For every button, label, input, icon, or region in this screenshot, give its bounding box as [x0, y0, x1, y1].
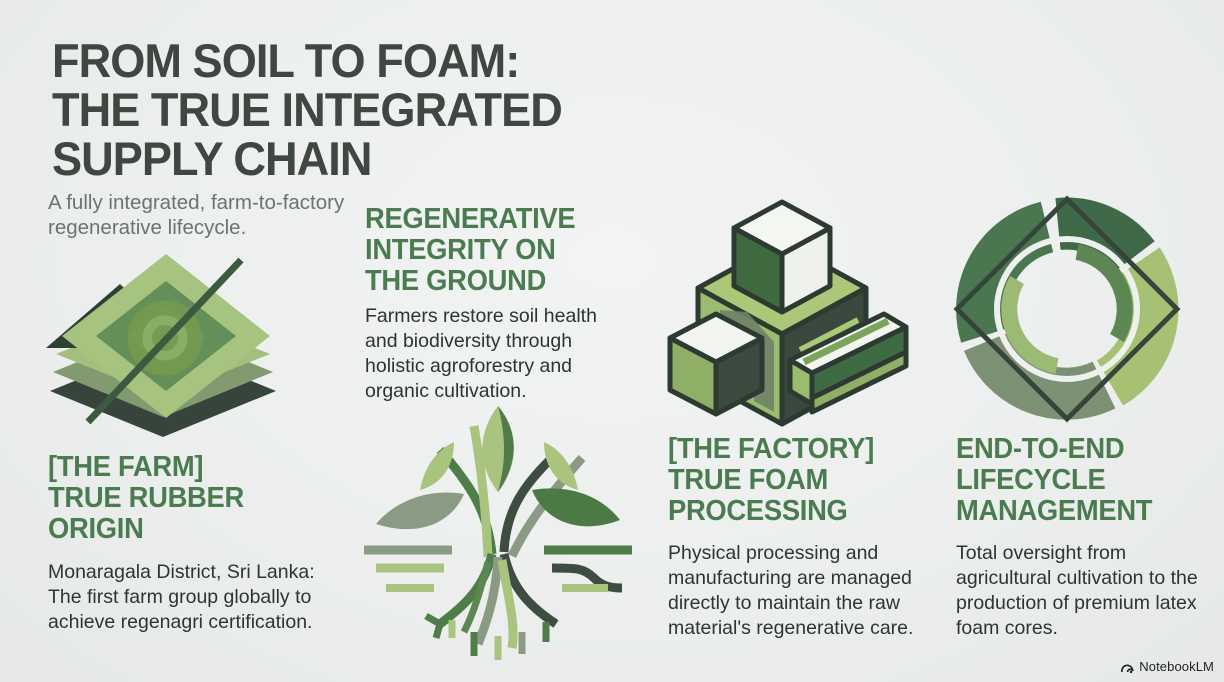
layered-terraced-field-diamond-icon — [32, 244, 294, 450]
agroforestry-tree-roots-icon — [356, 392, 640, 667]
isometric-cubes-processing-icon — [652, 192, 914, 432]
notebooklm-label: NotebookLM — [1139, 659, 1214, 674]
notebooklm-logo-icon — [1120, 660, 1135, 674]
circular-lifecycle-swirl-icon — [948, 192, 1186, 428]
farm-section-body: Monaragala District, Sri Lanka:The first… — [48, 561, 315, 633]
notebooklm-watermark: NotebookLM — [1120, 659, 1214, 674]
